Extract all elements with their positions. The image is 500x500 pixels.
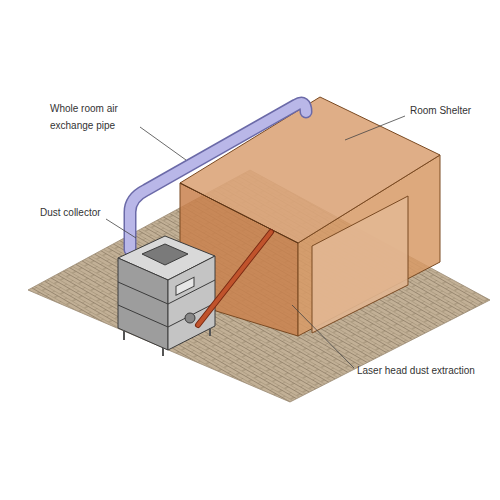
callout-label: Whole room air exchange pipe	[50, 100, 145, 134]
callout-label: Room Shelter	[410, 102, 495, 119]
callout-label: Dust collector	[40, 204, 130, 221]
dust-collector	[118, 236, 215, 356]
leader-lines	[106, 116, 405, 368]
extraction-hose	[198, 232, 271, 325]
callout-label: Laser head dust extraction	[357, 362, 497, 379]
extraction-hose-fill	[198, 232, 271, 325]
air-exchange-pipe	[130, 103, 306, 250]
room-shelter	[180, 97, 440, 336]
